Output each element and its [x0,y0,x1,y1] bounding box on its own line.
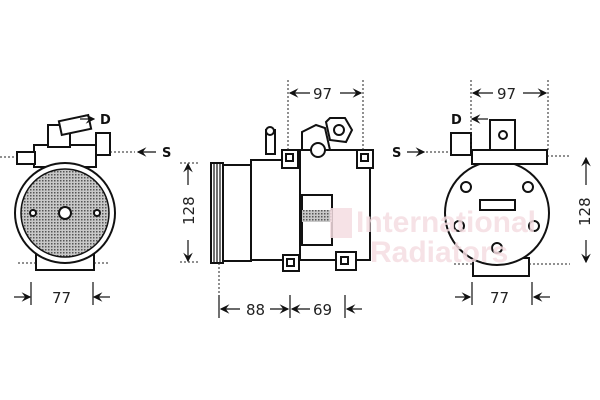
front-width-dimension: 77 [52,289,71,307]
discharge-label: D [451,113,462,128]
body-length-dimension: 69 [313,301,332,319]
watermark-logo: International Radiators [330,206,536,269]
pulley-length-dimension: 88 [246,301,265,319]
rear-height-dimension: 128 [576,197,594,226]
watermark-line1: International [356,206,536,239]
rear-top-dimension: 97 [497,85,516,103]
rear-view: D S 97 128 77 [392,80,594,307]
discharge-label: D [100,113,111,128]
watermark-line2: Radiators [370,236,508,269]
suction-label: S [392,146,401,161]
side-view: 97 88 69 [210,80,374,319]
suction-label: S [162,146,171,161]
front-view: D S 77 128 [0,113,200,307]
watermark-emblem [330,208,352,238]
side-top-dimension: 97 [313,85,332,103]
rear-width-dimension: 77 [490,289,509,307]
front-height-dimension: 128 [180,196,198,225]
